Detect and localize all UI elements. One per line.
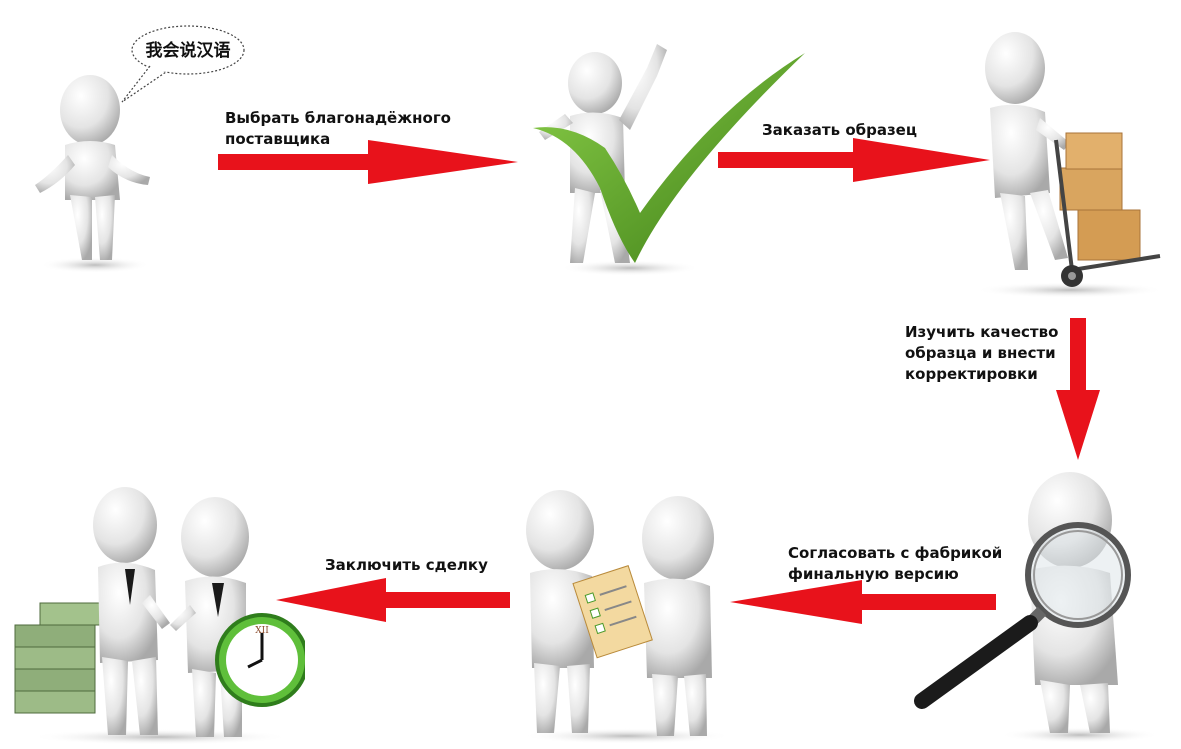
- step-5-arrow: [276, 578, 510, 622]
- hand-truck-figure-icon: [960, 8, 1175, 303]
- step-4-label: Согласовать с фабрикой финальную версию: [788, 544, 1003, 583]
- step-4-arrow: [730, 580, 996, 624]
- handshake-money-clock-icon: XII: [10, 485, 305, 747]
- step-3-arrow: [1056, 318, 1100, 460]
- step-1-label: Выбрать благонадёжного поставщика: [225, 109, 451, 148]
- speech-bubble: 我会说汉语: [100, 22, 260, 104]
- svg-text:XII: XII: [255, 626, 269, 636]
- step-3-label: Изучить качество образца и внести коррек…: [905, 323, 1059, 383]
- step-1-arrow: [218, 140, 518, 184]
- speech-bubble-text: 我会说汉语: [146, 40, 231, 61]
- magnifier-figure-icon: [910, 465, 1180, 745]
- step-2-label: Заказать образец: [762, 121, 917, 139]
- step-5-label: Заключить сделку: [325, 556, 488, 574]
- speaking-figure-icon: [20, 25, 260, 275]
- checkmark-figure-icon: [515, 28, 815, 278]
- step-2-arrow: [718, 138, 990, 182]
- clipboard-figures-icon: [512, 478, 742, 746]
